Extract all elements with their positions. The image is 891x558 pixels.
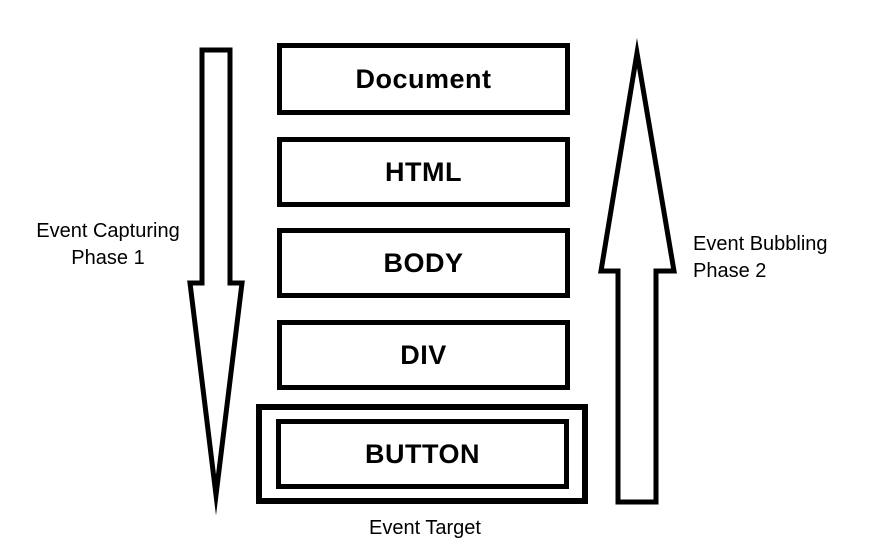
layer-label-body: BODY: [383, 247, 464, 278]
layer-box-div: DIV: [277, 320, 570, 390]
event-bubbling-label: Event Bubbling Phase 2: [693, 231, 873, 285]
event-capturing-label-line1: Event Capturing: [36, 220, 180, 242]
event-bubbling-label-line1: Event Bubbling: [693, 233, 828, 255]
layer-label-button: BUTTON: [365, 438, 480, 469]
layer-box-body: BODY: [277, 228, 570, 298]
event-capturing-arrow-down-icon: [187, 47, 245, 516]
event-bubbling-arrow-up-icon: [598, 37, 677, 505]
layer-label-div: DIV: [400, 339, 447, 370]
event-capturing-label-line2: Phase 1: [71, 247, 145, 269]
layer-box-button: BUTTON: [276, 419, 569, 489]
event-target-label: Event Target: [369, 517, 481, 539]
layer-label-document: Document: [355, 63, 492, 94]
layer-label-html: HTML: [385, 156, 462, 187]
layer-box-html: HTML: [277, 137, 570, 207]
layer-box-document: Document: [277, 43, 570, 115]
event-bubbling-label-line2: Phase 2: [693, 260, 767, 282]
event-capturing-label: Event Capturing Phase 1: [0, 218, 216, 272]
